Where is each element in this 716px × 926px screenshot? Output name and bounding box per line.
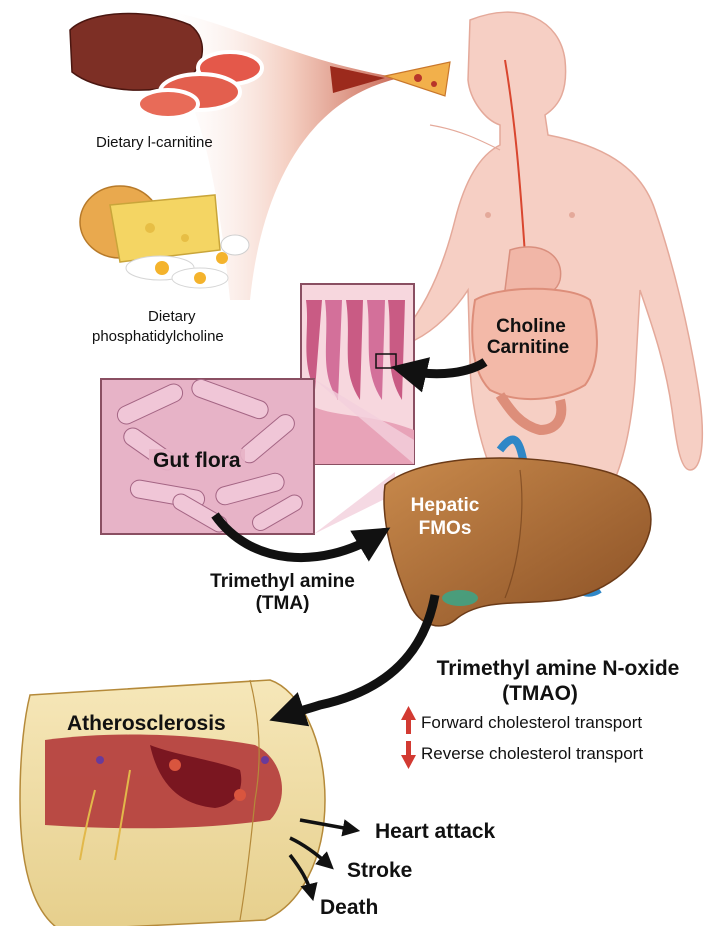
tma-label-line1: Trimethyl amine: [210, 571, 355, 592]
forward-transport-label: Forward cholesterol transport: [421, 713, 643, 732]
choline-to-villi-arrow: [390, 357, 488, 393]
hepatic-label: Hepatic: [410, 495, 480, 516]
fmos-label: FMOs: [418, 518, 472, 539]
tma-label-line2: (TMA): [255, 593, 310, 614]
tmao-label-line2: (TMAO): [502, 682, 578, 705]
up-arrow-icon: [401, 706, 416, 734]
dietary-pc-label-line1: Dietary: [148, 308, 196, 325]
dietary-pc-label-line2: phosphatidylcholine: [92, 328, 224, 345]
death-label: Death: [320, 896, 379, 919]
artery-icon: [19, 679, 326, 926]
food-to-mouth-arrow: [330, 66, 385, 93]
carnitine-label: Carnitine: [486, 337, 570, 358]
death-arrow: [288, 853, 318, 902]
human-body-icon: [382, 11, 704, 491]
stroke-label: Stroke: [347, 859, 413, 882]
reverse-transport-label: Reverse cholesterol transport: [421, 744, 644, 763]
meat-icon: [69, 12, 264, 120]
cheese-icon: [79, 185, 221, 263]
heart-attack-label: Heart attack: [375, 820, 496, 843]
gut-flora-label: Gut flora: [149, 449, 245, 474]
tmao-label-line1: Trimethyl amine N-oxide: [436, 657, 680, 680]
liver-to-artery-arrow: [269, 594, 440, 727]
eggs-icon: [125, 234, 250, 289]
dietary-carnitine-label: Dietary l-carnitine: [96, 134, 213, 151]
heart-attack-arrow: [299, 818, 361, 837]
intestine-icon: [471, 287, 598, 436]
down-arrow-icon: [401, 741, 416, 769]
stroke-arrow: [289, 836, 334, 870]
choline-label: Choline: [496, 316, 566, 337]
flora-to-liver-arrow: [211, 512, 391, 562]
atherosclerosis-label: Atherosclerosis: [67, 712, 226, 735]
liver-icon: [383, 435, 652, 627]
